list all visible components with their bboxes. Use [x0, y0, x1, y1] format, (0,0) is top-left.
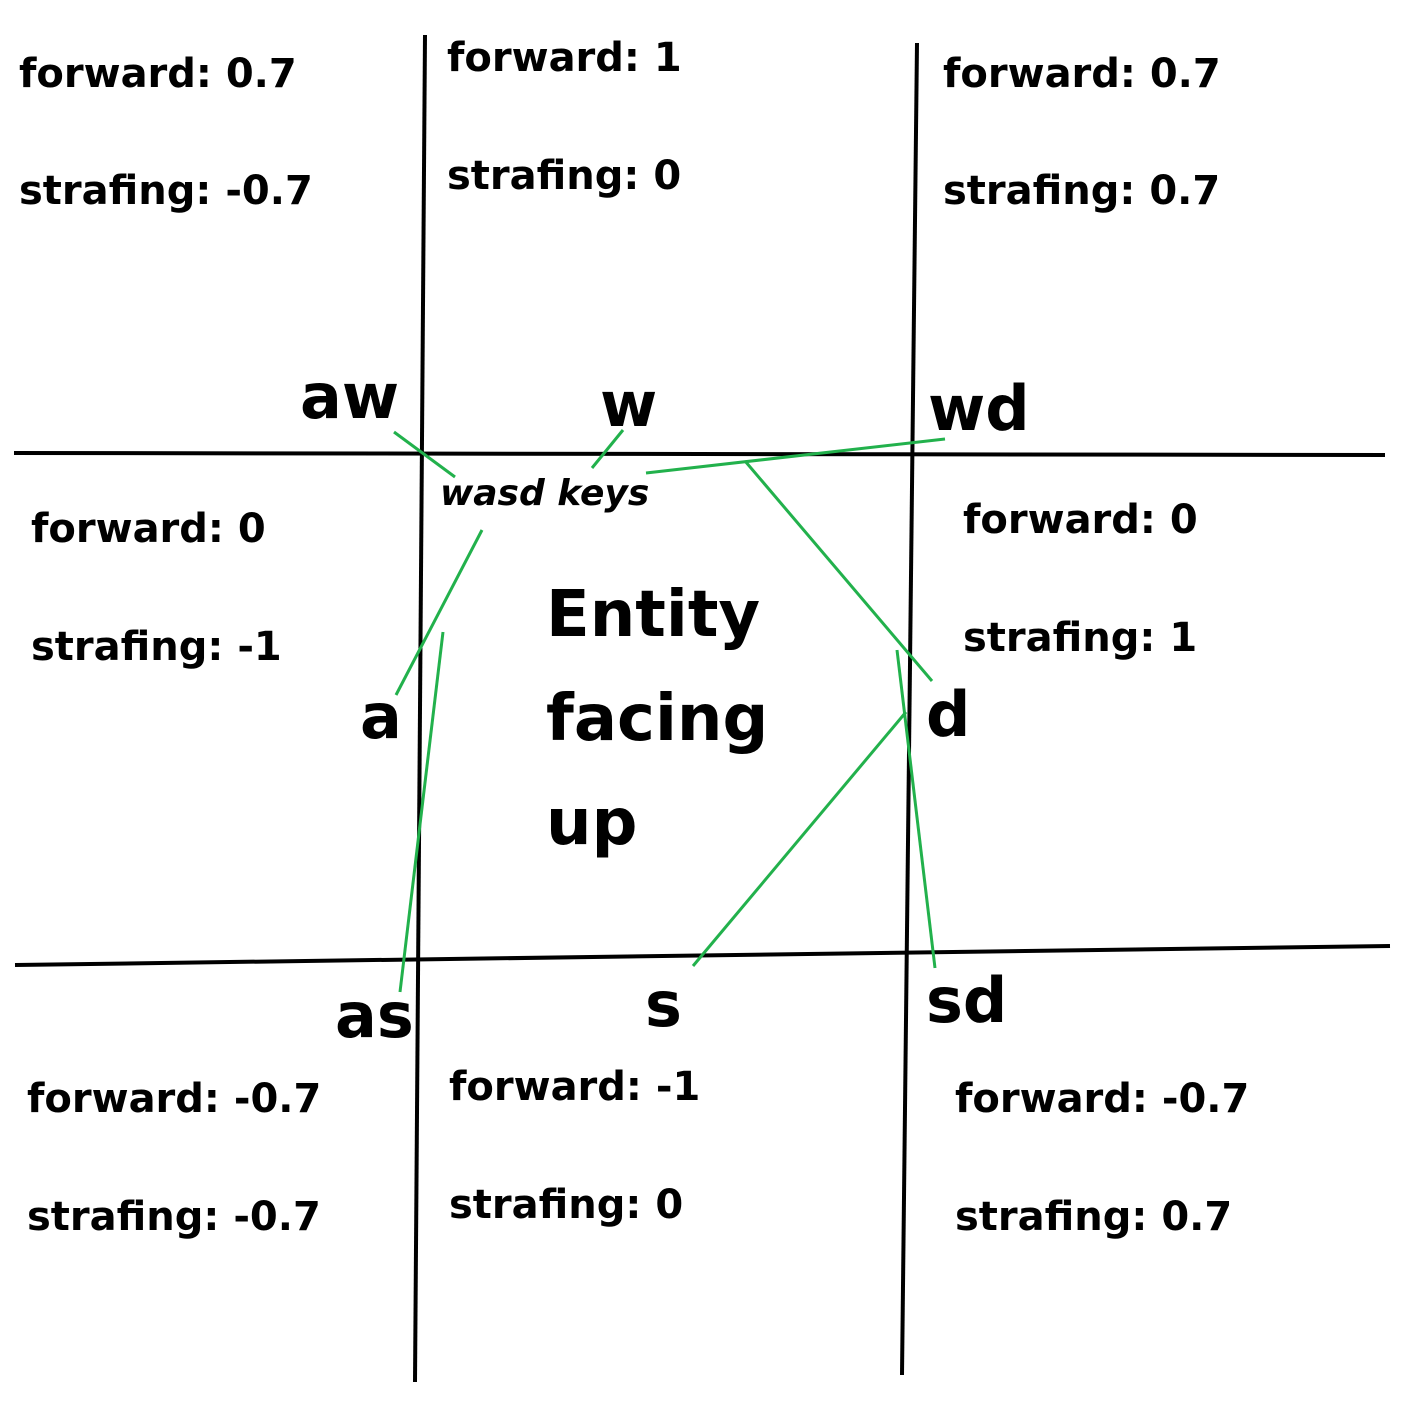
- cell-sd-forward: forward: -0.7: [955, 1076, 1250, 1122]
- cell-aw-forward: forward: 0.7: [19, 51, 297, 97]
- annotation-wasd-keys: wasd keys: [440, 473, 650, 514]
- cell-d-strafing: strafing: 1: [963, 615, 1198, 661]
- grid-line-vertical-right: [900, 42, 919, 1376]
- connector-a: [394, 529, 484, 696]
- key-label-aw: aw: [300, 360, 400, 433]
- connector-d: [743, 460, 934, 682]
- cell-a-strafing: strafing: -1: [31, 624, 282, 670]
- connector-wd: [645, 437, 946, 475]
- cell-d-forward: forward: 0: [963, 497, 1198, 543]
- center-label-line-3: up: [546, 786, 638, 860]
- key-label-d: d: [926, 678, 971, 751]
- connector-sd: [895, 649, 937, 969]
- connector-lines: [393, 429, 946, 993]
- center-label: Entity facing up: [546, 563, 768, 875]
- cell-aw-strafing: strafing: -0.7: [19, 168, 313, 214]
- cell-wd-forward: forward: 0.7: [943, 51, 1221, 97]
- cell-wd-strafing: strafing: 0.7: [943, 168, 1221, 214]
- grid-line-vertical-left: [413, 34, 427, 1383]
- cell-s-forward: forward: -1: [449, 1064, 701, 1110]
- cell-as-forward: forward: -0.7: [27, 1076, 322, 1122]
- center-label-line-1: Entity: [546, 578, 761, 652]
- cell-s-strafing: strafing: 0: [449, 1182, 684, 1228]
- cell-w-forward: forward: 1: [447, 35, 682, 81]
- key-label-wd: wd: [928, 372, 1030, 445]
- key-label-s: s: [645, 968, 682, 1041]
- key-label-a: a: [360, 680, 402, 753]
- cell-sd-strafing: strafing: 0.7: [955, 1194, 1233, 1240]
- cell-as-strafing: strafing: -0.7: [27, 1194, 321, 1240]
- key-label-w: w: [600, 368, 658, 441]
- key-label-sd: sd: [926, 964, 1008, 1037]
- cell-w-strafing: strafing: 0: [447, 153, 682, 199]
- key-label-as: as: [335, 979, 414, 1052]
- cell-a-forward: forward: 0: [31, 506, 266, 552]
- grid-line-horizontal-top: [13, 451, 1386, 457]
- connector-as: [398, 631, 445, 993]
- connector-aw: [393, 430, 456, 479]
- connector-w: [590, 429, 625, 469]
- center-label-line-2: facing: [546, 682, 769, 756]
- connector-s: [691, 711, 908, 967]
